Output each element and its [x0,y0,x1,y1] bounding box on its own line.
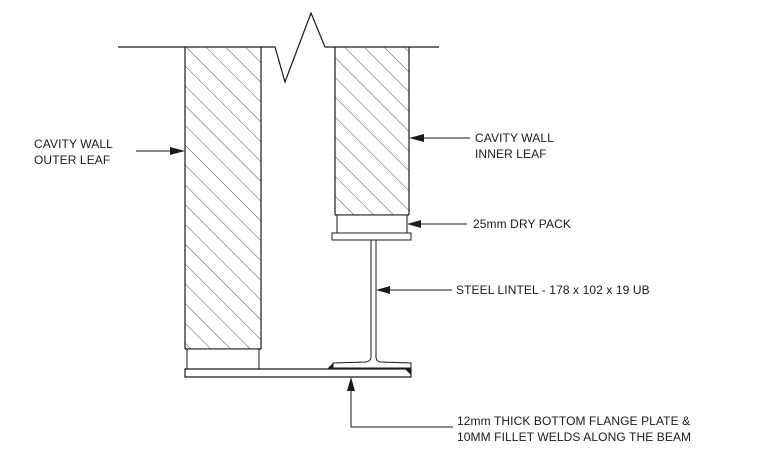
arrowhead-inner-leaf [409,134,424,142]
fillet-weld-right [405,369,411,375]
fillet-weld-left [327,363,333,369]
dry-pack-layer [337,215,407,233]
arrowhead-outer-leaf [170,147,185,155]
bottom-flange-plate [185,369,411,377]
arrowhead-flange-plate [347,377,355,391]
label-dry-pack: 25mm DRY PACK [473,217,571,231]
label-lintel: STEEL LINTEL - 178 x 102 x 19 UB [456,283,650,297]
label-outer-leaf: CAVITY WALL OUTER LEAF [34,136,113,168]
label-inner-leaf: CAVITY WALL INNER LEAF [475,130,554,162]
arrowhead-lintel [376,286,390,294]
arrowhead-dry-pack [407,220,421,228]
outer-leaf-wall [185,47,261,349]
label-outer-leaf-line-1: CAVITY WALL [34,137,113,151]
label-inner-leaf-line-1: CAVITY WALL [475,131,554,145]
label-flange-plate-line-1: 12mm THICK BOTTOM FLANGE PLATE & [457,414,691,428]
label-inner-leaf-line-2: INNER LEAF [475,147,547,161]
steel-lintel-ub [332,233,411,368]
leader-flange-plate [351,384,453,427]
outer-leaf-bearing [187,349,259,369]
label-flange-plate: 12mm THICK BOTTOM FLANGE PLATE & 10MM FI… [457,413,691,445]
label-outer-leaf-line-2: OUTER LEAF [34,153,111,167]
inner-leaf-wall [335,47,409,215]
label-flange-plate-line-2: 10MM FILLET WELDS ALONG THE BEAM [457,430,692,444]
